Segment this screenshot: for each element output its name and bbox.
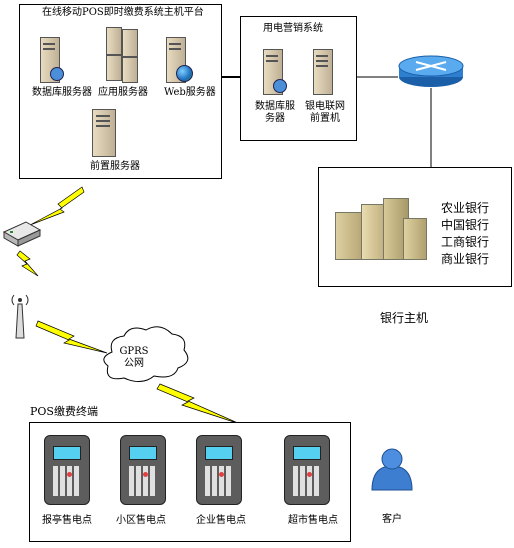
gprs-cloud xyxy=(103,326,189,382)
marketing-db-server-label: 数据库服 务器 xyxy=(253,101,297,125)
application-server-label: 应用服务器 xyxy=(98,87,148,98)
platform-title: 在线移动POS即时缴费系统主机平台 xyxy=(42,7,204,18)
database-server-icon xyxy=(40,37,64,83)
database-server-label: 数据库服务器 xyxy=(32,87,92,98)
marketing-title: 用电营销系统 xyxy=(263,23,323,34)
wireless-bolt-1 xyxy=(29,186,85,226)
modem-icon xyxy=(2,221,42,247)
unionpay-server-icon xyxy=(313,49,337,95)
gprs-label-line1: GPRS xyxy=(119,346,149,357)
pos-point-label: 超市售电点 xyxy=(288,515,338,526)
bank-building-icon xyxy=(335,198,427,260)
unionpay-server-label: 银电联网 前置机 xyxy=(303,101,347,125)
gprs-label-line2: 公网 xyxy=(124,358,144,369)
pos-terminal-icon xyxy=(284,435,330,505)
pos-point-label: 小区售电点 xyxy=(116,515,166,526)
bank-host-box: 农业银行 中国银行 工商银行 商业银行 xyxy=(318,167,512,287)
antenna-icon xyxy=(11,294,29,339)
pos-terminal-icon xyxy=(120,435,166,505)
pos-terminal-icon xyxy=(196,435,242,505)
pos-point-label: 企业售电点 xyxy=(196,515,246,526)
marketing-db-label-line2: 务器 xyxy=(265,113,285,124)
pos-point-label: 报亭售电点 xyxy=(42,515,92,526)
wireless-bolt-3 xyxy=(35,320,108,354)
pos-terminal-icon xyxy=(44,435,90,505)
marketing-db-label-line1: 数据库服 xyxy=(255,101,295,112)
pos-terminal-box: 报亭售电点 小区售电点 企业售电点 超市售电点 xyxy=(29,422,351,542)
bank-name: 工商银行 xyxy=(441,235,490,249)
bank-list: 农业银行 中国银行 工商银行 商业银行 xyxy=(441,200,489,268)
web-server-icon xyxy=(166,37,193,83)
bank-host-caption: 银行主机 xyxy=(380,311,429,325)
web-server-label: Web服务器 xyxy=(164,87,216,98)
bank-name: 商业银行 xyxy=(441,252,490,266)
wireless-bolt-4 xyxy=(156,383,241,425)
pos-terminal-title: POS缴费终端 xyxy=(30,405,98,418)
router-arrows xyxy=(415,61,447,71)
wireless-bolt-2 xyxy=(16,250,39,277)
front-server-label: 前置服务器 xyxy=(90,161,140,172)
bank-name: 农业银行 xyxy=(441,201,490,215)
marketing-db-server-icon xyxy=(263,49,287,95)
bank-name: 中国银行 xyxy=(441,218,490,232)
customer-label: 客户 xyxy=(382,514,402,525)
application-server-icon xyxy=(106,27,140,83)
unionpay-label-line2: 前置机 xyxy=(310,113,340,124)
unionpay-label-line1: 银电联网 xyxy=(305,101,345,112)
customer-icon xyxy=(371,448,413,491)
gprs-label: GPRS 公网 xyxy=(114,346,154,370)
host-platform-box: 在线移动POS即时缴费系统主机平台 数据库服务器 应用服务器 Web服务器 前置… xyxy=(19,4,222,179)
marketing-system-box: 用电营销系统 数据库服 务器 银电联网 前置机 xyxy=(240,16,357,141)
front-server-icon xyxy=(92,109,118,157)
